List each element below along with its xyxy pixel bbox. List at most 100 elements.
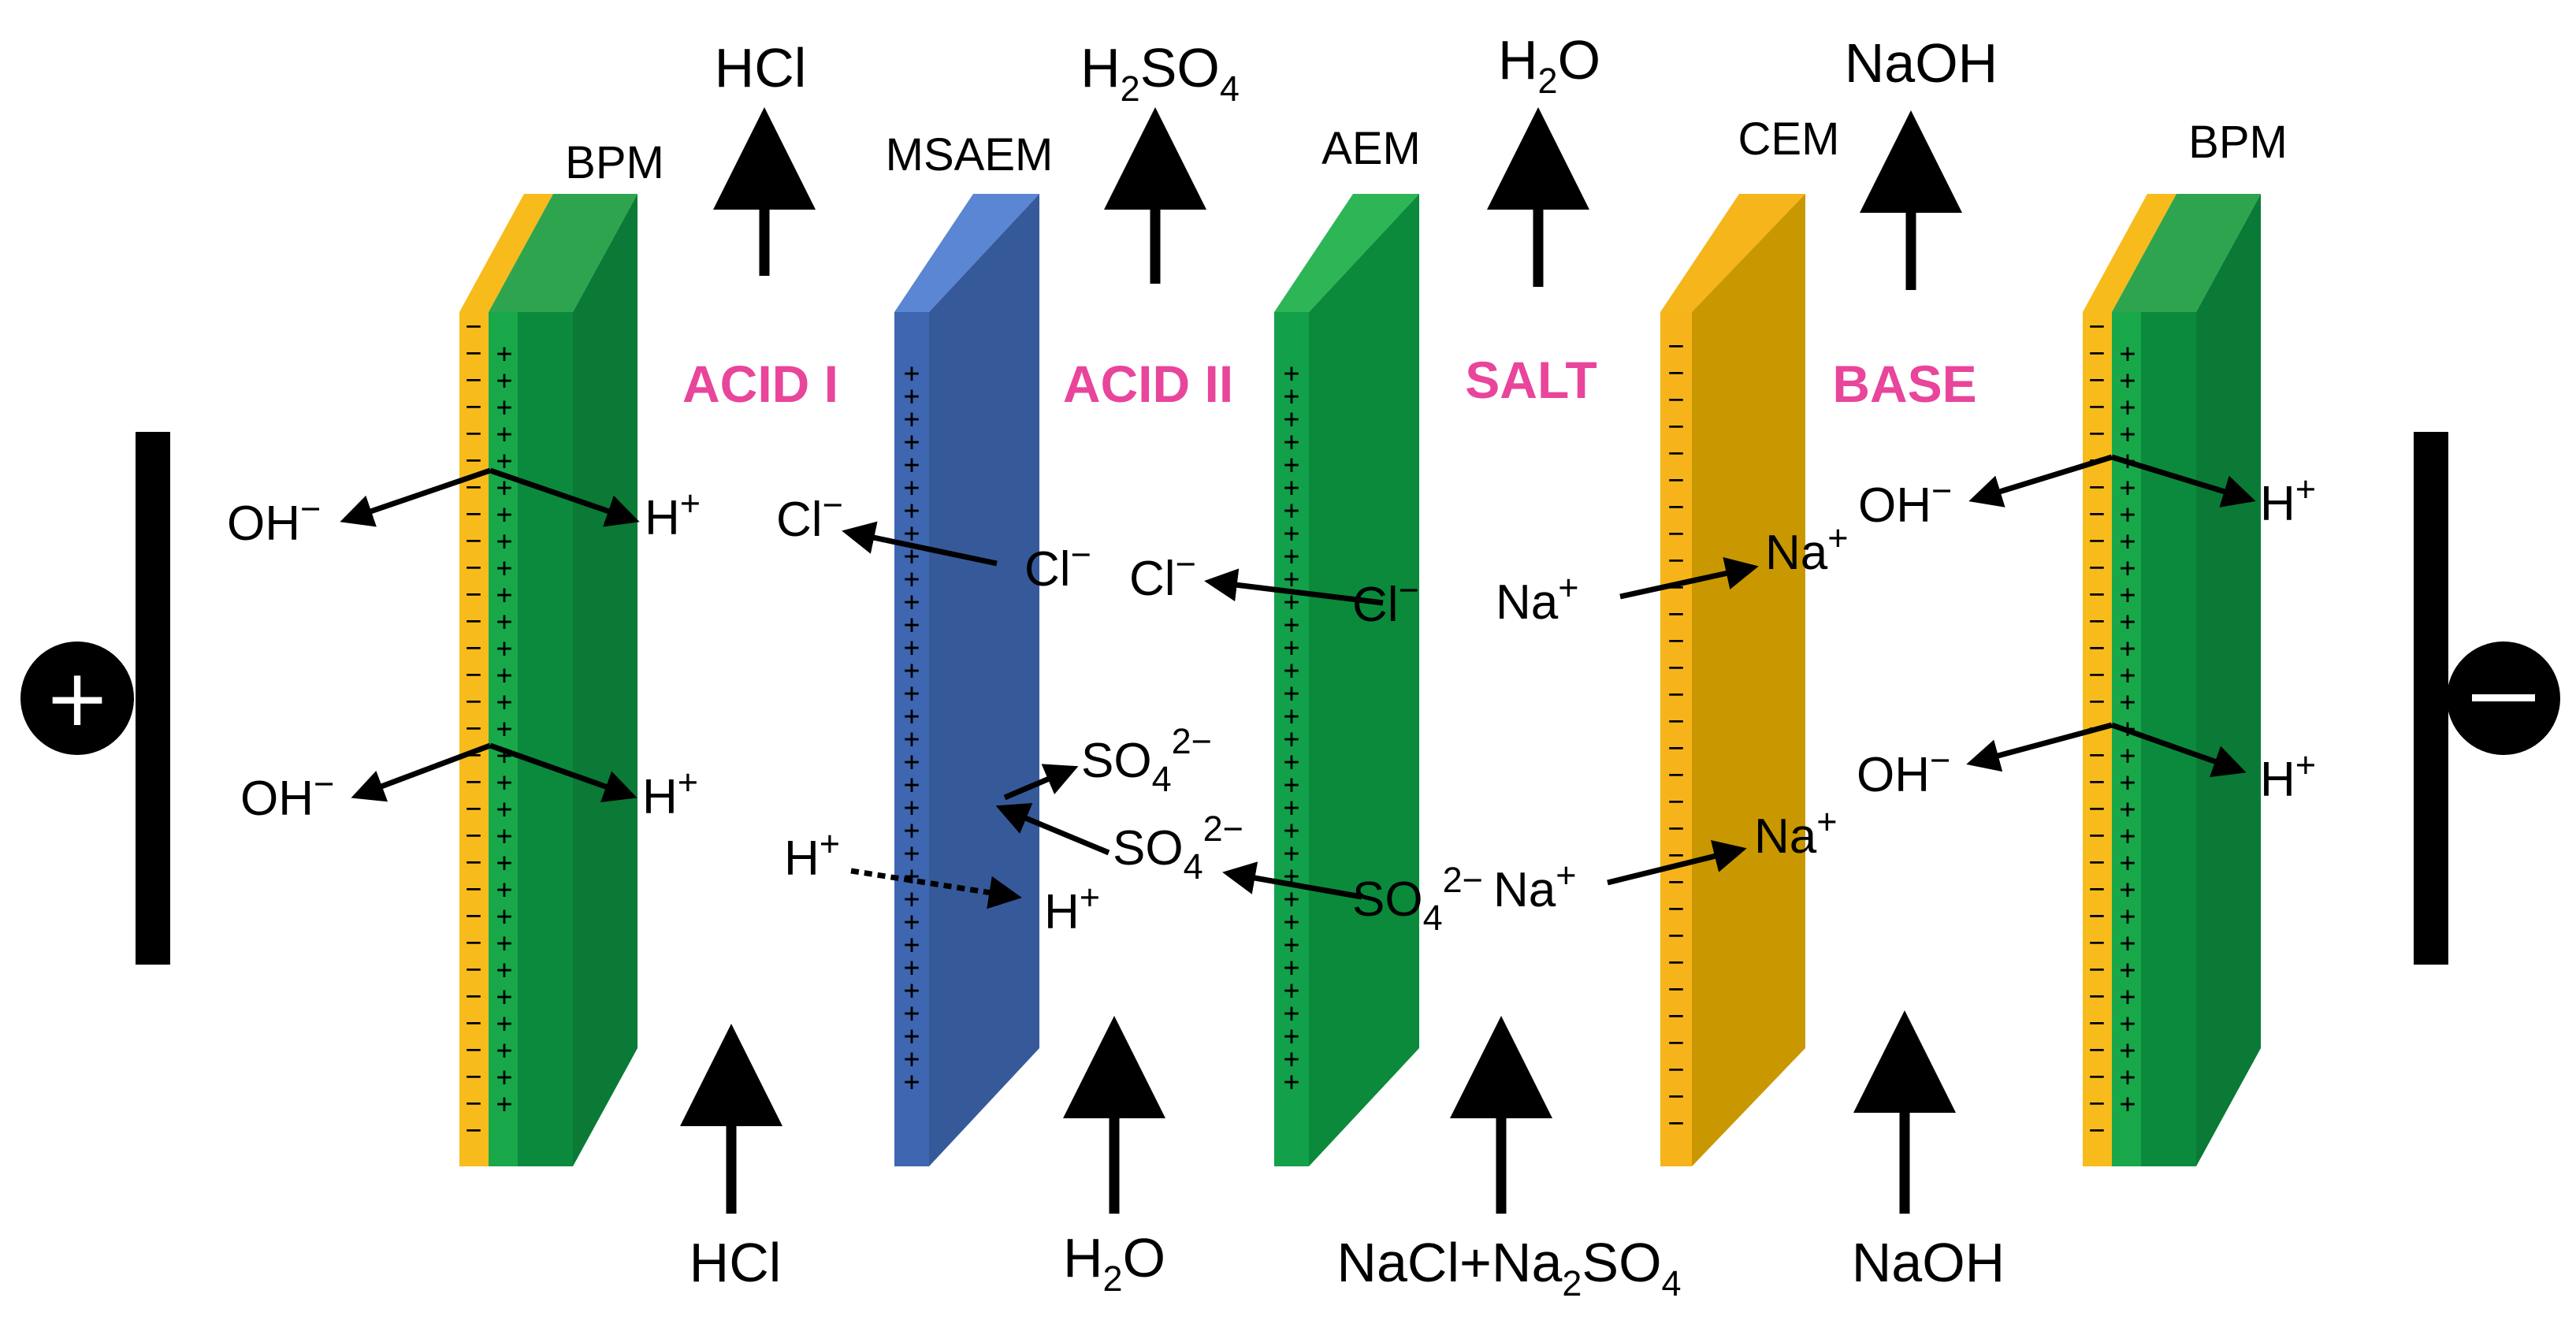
plus-sign: + (1284, 632, 1299, 664)
plus-sign: + (1284, 403, 1299, 435)
minus-sign: − (2089, 337, 2105, 369)
minus-sign: − (1668, 1080, 1684, 1112)
minus-sign: − (2089, 686, 2105, 717)
plus-sign: + (904, 403, 920, 435)
minus-sign: − (2089, 739, 2105, 771)
plus-sign: + (2120, 901, 2136, 932)
plus-sign: + (1284, 1043, 1299, 1075)
ion-na-base-bottom: Na+ (1754, 801, 1838, 864)
compartment-acid1-label: ACID I (682, 355, 838, 413)
minus-sign: − (1668, 491, 1684, 522)
minus-sign: − (2089, 1114, 2105, 1146)
plus-sign: + (1284, 449, 1299, 481)
plus-sign: + (1284, 906, 1299, 938)
minus-sign: − (466, 712, 481, 744)
minus-sign: − (2089, 552, 2105, 583)
plus-sign: + (2120, 526, 2136, 557)
minus-sign: − (2089, 1088, 2105, 1119)
plus-sign: + (2120, 606, 2136, 638)
plus-sign: + (2120, 928, 2136, 959)
plus-sign: + (904, 609, 920, 641)
plus-sign: + (496, 1008, 512, 1039)
plus-sign: + (2120, 1008, 2136, 1039)
plus-sign: + (1284, 678, 1299, 709)
plus-sign: + (904, 1021, 920, 1052)
ion-cl-salt: Cl− (1352, 570, 1419, 632)
plus-sign: + (496, 365, 512, 396)
minus-sign: − (1668, 464, 1684, 496)
plus-sign: + (1284, 1021, 1299, 1052)
input-base: NaOH (1852, 1232, 2005, 1293)
plus-sign: + (1284, 723, 1299, 755)
input-acid2: H2O (1063, 1227, 1165, 1299)
input-salt: NaCl+Na2SO4 (1336, 1232, 1681, 1303)
minus-sign: − (2089, 846, 2105, 878)
anode-sign: + (44, 652, 110, 744)
plus-sign: + (496, 606, 512, 638)
ion-h-left-top: H+ (645, 483, 701, 545)
plus-sign: + (904, 449, 920, 481)
plus-sign: + (1284, 541, 1299, 572)
ion-h-acid2: H+ (1044, 877, 1100, 939)
minus-sign: − (466, 980, 481, 1012)
minus-sign: − (1668, 813, 1684, 844)
plus-sign: + (904, 426, 920, 458)
minus-sign: − (466, 739, 481, 771)
plus-sign: + (2120, 472, 2136, 504)
bpm-left-label: BPM (565, 137, 664, 188)
plus-sign: + (496, 633, 512, 664)
cathode-electrode (2414, 432, 2560, 965)
ion-h-right-bottom: H+ (2260, 745, 2316, 807)
minus-sign: − (1668, 518, 1684, 549)
minus-sign: − (1668, 732, 1684, 764)
minus-sign: − (2089, 364, 2105, 396)
plus-sign: + (496, 767, 512, 798)
plus-sign: + (904, 883, 920, 915)
minus-sign: − (466, 793, 481, 824)
ion-na-base-top: Na+ (1765, 518, 1849, 580)
plus-sign: + (1284, 883, 1299, 915)
bpm-right-minus-signs: −−−−−−−−−−−−−−−−−−−−−−−−−−−−−−− (2089, 311, 2105, 1146)
minus-sign: − (1668, 1054, 1684, 1085)
plus-sign: + (904, 701, 920, 732)
minus-sign: − (466, 498, 481, 530)
minus-sign: − (1668, 1107, 1684, 1139)
plus-sign: + (496, 901, 512, 932)
minus-sign: − (466, 820, 481, 851)
plus-sign: + (1284, 952, 1299, 984)
aem-label: AEM (1321, 123, 1421, 174)
minus-sign: − (466, 659, 481, 690)
msaem-membrane: ++++++++++++++++++++++++++++++++ (894, 194, 1039, 1166)
plus-sign: + (2120, 981, 2136, 1013)
plus-sign: + (2120, 847, 2136, 879)
minus-sign: − (466, 927, 481, 958)
minus-sign: − (2089, 311, 2105, 342)
minus-sign: − (2089, 980, 2105, 1012)
minus-sign: − (2089, 900, 2105, 932)
ion-so4-acid2-top: SO42− (1081, 721, 1212, 799)
minus-sign: − (1668, 357, 1684, 389)
plus-sign: + (904, 998, 920, 1029)
output-arrows (713, 107, 1962, 290)
minus-sign: − (1668, 759, 1684, 790)
plus-sign: + (904, 358, 920, 389)
minus-sign: − (466, 364, 481, 396)
plus-sign: + (496, 713, 512, 745)
minus-sign: − (2089, 659, 2105, 690)
ion-so4-acid2-mid: SO42− (1113, 809, 1243, 887)
minus-sign: − (466, 525, 481, 556)
plus-sign: + (904, 861, 920, 892)
ion-oh-left-top: OH− (227, 489, 321, 551)
minus-sign: − (1668, 330, 1684, 362)
minus-sign: − (466, 686, 481, 717)
output-base: NaOH (1845, 32, 1998, 94)
plus-sign: + (1284, 769, 1299, 801)
minus-sign: − (466, 1061, 481, 1092)
plus-sign: + (496, 526, 512, 557)
plus-sign: + (1284, 609, 1299, 641)
plus-sign: + (904, 655, 920, 686)
plus-sign: + (1284, 358, 1299, 389)
minus-sign: − (2089, 1034, 2105, 1065)
plus-sign: + (496, 928, 512, 959)
